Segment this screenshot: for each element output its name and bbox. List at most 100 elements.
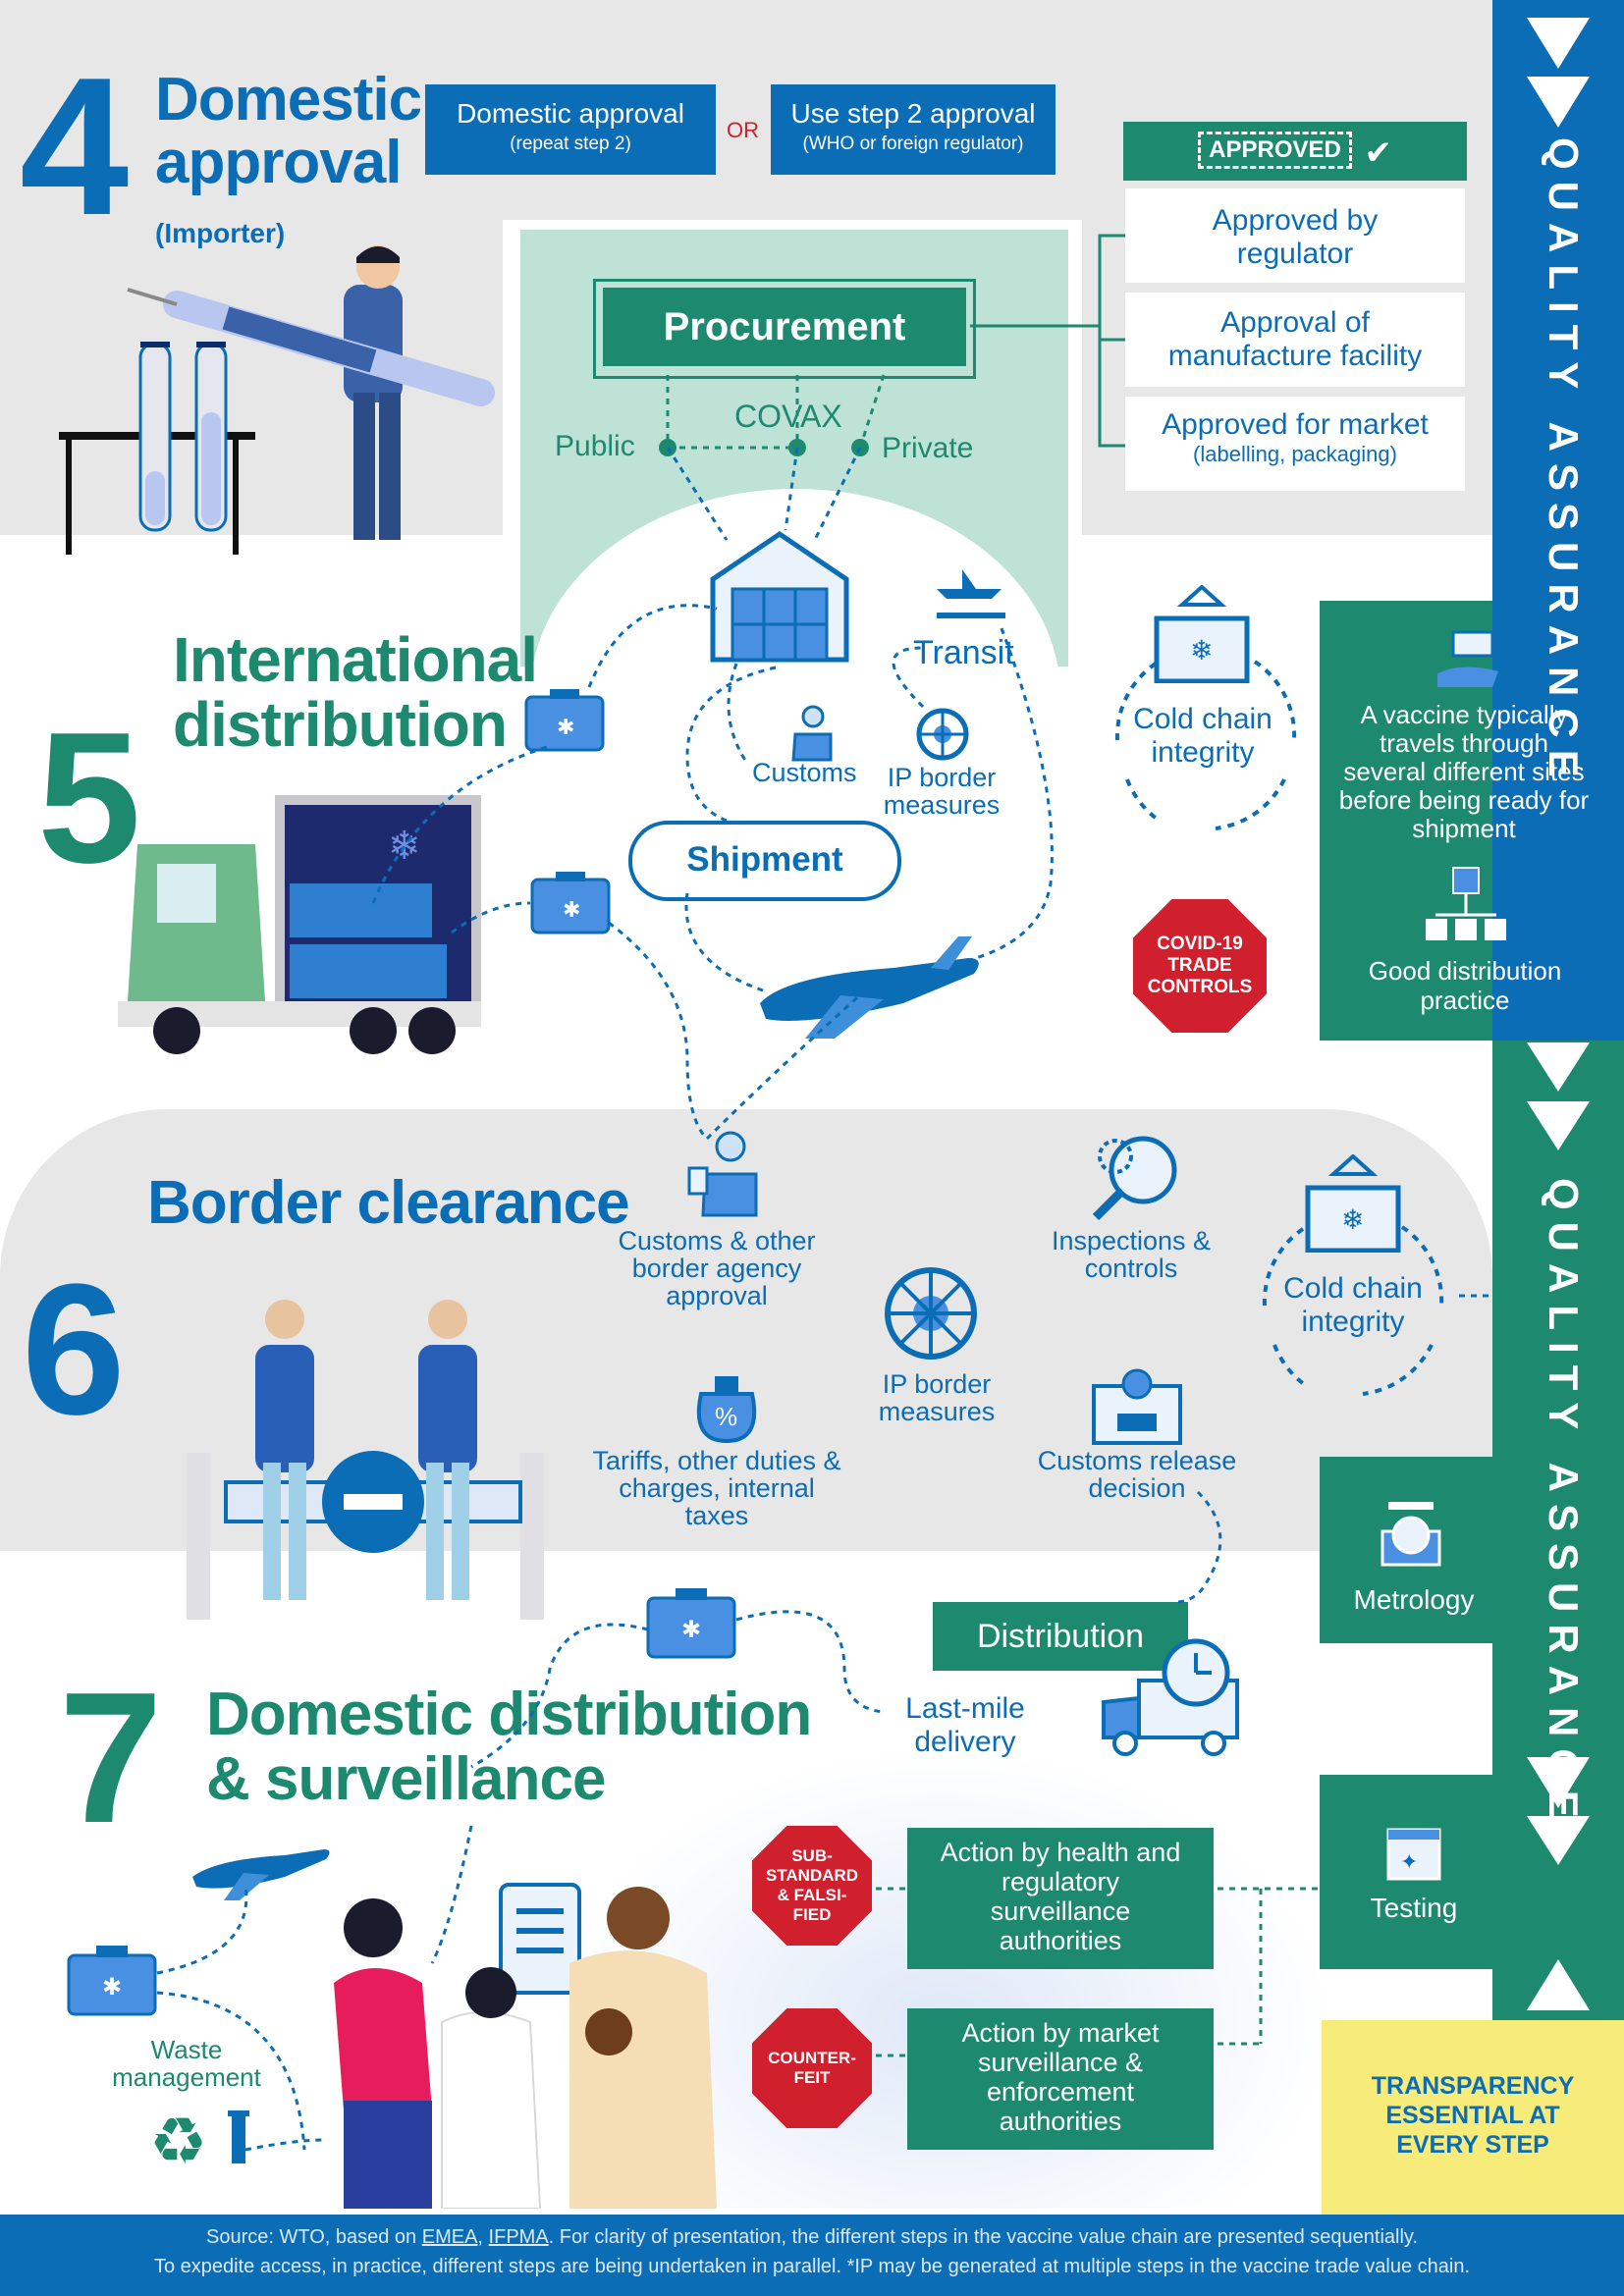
substandard-falsified-sign: SUB-STANDARD & FALSI-FIED [752,1826,872,1946]
footer-ifpma-link[interactable]: IFPMA [488,2226,549,2248]
inspections-label: Inspections & controls [1051,1226,1212,1283]
step5-title-line2: distribution [173,689,508,760]
use-step2-approval-sub: (WHO or foreign regulator) [802,133,1024,154]
svg-text:✱: ✱ [681,1617,701,1643]
approved-by-regulator-label: Approved by regulator [1212,204,1379,270]
counterfeit-sign: COUNTER-FEIT [752,2008,872,2128]
step7-title-line1: Domestic distribution [206,1681,812,1748]
quality-assurance-label-top: QUALITY ASSURANCE [1541,137,1587,789]
approved-stamp: APPROVED [1198,132,1352,169]
svg-text:✱: ✱ [557,715,574,739]
border-officers-illustration [187,1300,544,1620]
svg-text:✦: ✦ [1400,1849,1418,1874]
step6-number: 6 [22,1246,126,1454]
footer-line2: To expedite access, in practice, differe… [153,2256,1471,2277]
customs-release-label: Customs release decision [1037,1446,1237,1503]
action-health-label: Action by health and regulatory surveill… [940,1838,1181,1955]
step4-title-line1: Domestic [155,66,422,133]
customs-release-stamp-icon [1092,1368,1182,1445]
use-step2-approval-box: Use step 2 approval (WHO or foreign regu… [771,84,1056,175]
quality-assurance-band-top [1492,0,1624,1041]
covid-trade-controls-sign: COVID-19 TRADE CONTROLS [1133,899,1267,1033]
step4-title-line2: approval [155,129,402,196]
step7-title-line2: & surveillance [206,1745,606,1813]
metrology-scale-icon [1380,1502,1441,1567]
domestic-approval-sub: (repeat step 2) [510,133,631,154]
footer-bar [0,2215,1624,2296]
cold-chain-container-icon-step6: ❄ [1305,1154,1401,1253]
customs-agent-icon-step6 [687,1131,758,1217]
transit-label: Transit [913,634,1014,671]
approved-for-market-label: Approved for market [1162,408,1429,441]
waste-management-label: Waste management [112,2035,261,2092]
cargo-airplane-illustration [760,936,979,1039]
or-label: OR [727,118,759,142]
quality-assurance-arrows [1527,18,1590,2010]
cold-chain-label-step5: Cold chain integrity [1133,703,1272,769]
transit-airplane-icon [937,569,1005,618]
importer-illustration [59,245,495,555]
step4-subtitle: (Importer) [155,218,286,248]
footer-line1: Source: WTO, based on EMEA, IFPMA. For c… [0,2226,1624,2249]
footer-source-prefix: Source: WTO, based on [205,2226,422,2248]
approved-header: APPROVED ✔ [1123,122,1467,181]
shipment-label: Shipment [686,840,843,879]
good-distribution-text: Good distribution practice [1368,956,1562,1015]
small-airplane-icon [192,1849,330,1900]
svg-text:✱: ✱ [102,1974,122,2001]
customs-label: Customs [752,758,857,787]
delivery-truck-icon [1102,1638,1239,1756]
approved-for-market-box: Approved for market (labelling, packagin… [1123,395,1467,493]
step7-number: 7 [59,1654,163,1862]
coolbox-icon-1: ✱ [524,689,605,752]
footer-comma: , [477,2226,489,2248]
vaccination-illustration [334,1883,717,2209]
cold-chain-container-icon-step5: ❄ [1154,585,1250,683]
cold-chain-cycle-arrows-step6 [1262,1225,1444,1396]
svg-text:♻: ♻ [149,2105,207,2173]
recycle-icon: ♻ [149,2105,249,2173]
svg-text:❄: ❄ [1341,1204,1364,1235]
tariffs-label: Tariffs, other duties & charges, interna… [592,1446,841,1530]
transparency-text: TRANSPARENCY ESSENTIAL AT EVERY STEP [1371,2072,1575,2159]
footer-emea-link[interactable]: EMEA [421,2226,478,2248]
ip-border-wheel-icon-step5 [916,708,969,761]
coolbox-icon-3: ✱ [646,1588,736,1659]
private-label: Private [882,432,974,464]
distribution-network-icon [1426,867,1506,940]
step5-title-line1: International [173,624,538,695]
customs-approval-label: Customs & other border agency approval [618,1226,816,1310]
approval-facility-box: Approval of manufacture facility [1123,291,1467,389]
approved-by-regulator-box: Approved by regulator [1123,187,1467,285]
domestic-approval-label: Domestic approval [457,98,684,129]
quality-assurance-label-bottom: QUALITY ASSURANCE [1541,1178,1587,1830]
action-health-box: Action by health and regulatory surveill… [907,1828,1214,1969]
coolbox-icon-2: ✱ [530,872,611,934]
vaccine-hand-icon [1437,630,1498,687]
step6-title: Border clearance [147,1169,630,1237]
action-market-box: Action by market surveillance & enforcem… [907,2008,1214,2150]
metrology-label: Metrology [1353,1584,1475,1615]
procurement-label: Procurement [603,288,966,366]
inspection-magnifier-icon [1092,1136,1177,1221]
vaccine-travel-text: A vaccine typically travels through seve… [1338,700,1590,843]
approved-for-market-sub: (labelling, packaging) [1193,442,1397,466]
domestic-approval-box: Domestic approval (repeat step 2) [425,84,716,175]
refrigerated-truck-illustration: ❄ [118,795,481,1054]
ip-border-label-step5: IP border measures [883,763,1001,820]
public-label: Public [555,430,635,462]
testing-label: Testing [1370,1893,1458,1923]
svg-text:❄: ❄ [388,825,421,868]
cold-chain-label-step6: Cold chain integrity [1283,1272,1423,1338]
customs-officer-icon [791,705,833,762]
coolbox-icon-4: ✱ [67,1946,157,2016]
tariff-bag-icon: % [696,1376,757,1444]
step4-number: 4 [20,37,129,256]
ip-border-wheel-icon-step6 [885,1267,977,1360]
warehouse-icon [710,530,849,663]
last-mile-label: Last-mile delivery [905,1692,1025,1758]
use-step2-approval-label: Use step 2 approval [790,98,1036,129]
svg-text:%: % [715,1402,737,1431]
step5-number: 5 [37,694,141,902]
svg-text:❄: ❄ [1190,635,1213,666]
